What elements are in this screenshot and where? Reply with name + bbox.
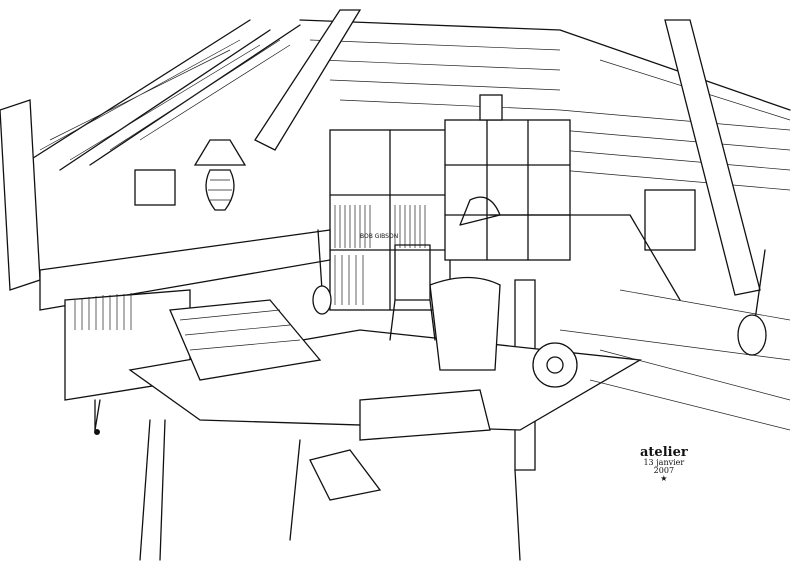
window	[134, 169, 176, 206]
artist-signature: atelier 13 janvier 2007 ★	[640, 446, 688, 483]
right-window	[644, 189, 696, 251]
table-lamp	[193, 139, 247, 211]
drafting-lamp	[459, 196, 681, 301]
signature-date: 13 janvier	[643, 458, 685, 467]
chair	[389, 244, 436, 341]
clamp-knob	[94, 429, 100, 435]
guitars	[312, 229, 767, 356]
floorboards	[559, 289, 791, 431]
center-table	[128, 276, 643, 561]
signature-year: 2007	[653, 466, 675, 475]
signature-star: ★	[660, 474, 668, 483]
bookshelves	[329, 94, 571, 311]
book-spine-label: BOB GIBSON	[360, 233, 398, 240]
signature-title: atelier	[640, 445, 688, 460]
drawing-desk	[39, 229, 331, 561]
